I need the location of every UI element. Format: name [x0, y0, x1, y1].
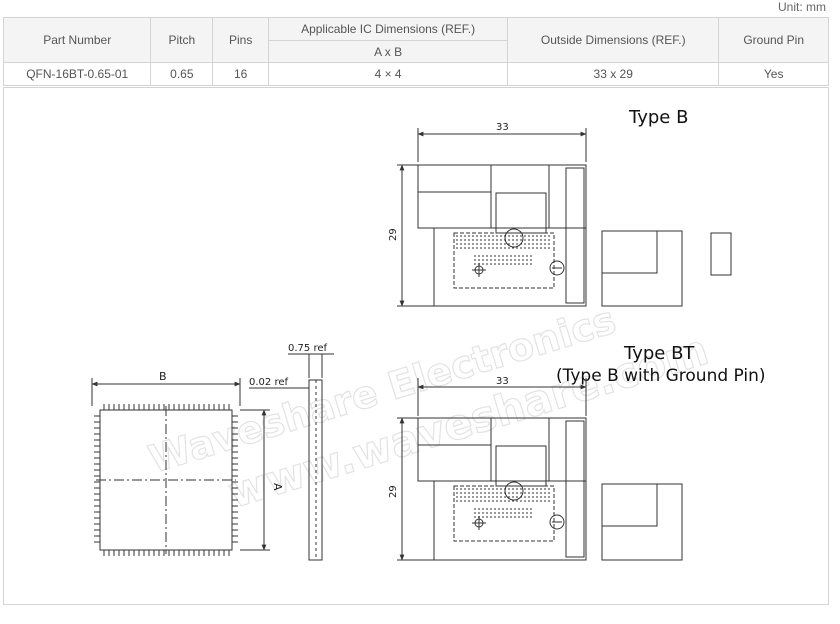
- type-bt-drawing: Type BT (Type B with Ground Pin) 33 29: [388, 343, 766, 561]
- ic-dim-b: B: [159, 370, 167, 383]
- table-row: QFN-16BT-0.65-01 0.65 16 4 × 4 33 x 29 Y…: [2, 62, 829, 86]
- ic-standoff-label: 0.02 ref: [249, 377, 288, 388]
- technical-drawing: Waveshare Electronics www.waveshare.com …: [91, 107, 766, 561]
- type-b-drawing: Type B 33 29: [388, 107, 732, 307]
- spec-table: Part Number Pitch Pins Applicable IC Dim…: [2, 17, 829, 86]
- dim-29-top: 29: [388, 228, 399, 241]
- dim-29-bottom: 29: [388, 485, 399, 498]
- header-part-number: Part Number: [2, 17, 152, 63]
- type-bt-title: Type BT: [623, 343, 695, 364]
- type-b-title: Type B: [628, 107, 688, 128]
- dim-33-top: 33: [496, 122, 509, 133]
- type-bt-subtitle: (Type B with Ground Pin): [556, 366, 766, 386]
- header-outside-dimensions: Outside Dimensions (REF.): [507, 17, 720, 63]
- cell-pins: 16: [212, 62, 270, 86]
- cell-pitch: 0.65: [150, 62, 214, 86]
- header-ic-dimensions: Applicable IC Dimensions (REF.): [268, 17, 509, 41]
- header-ground-pin: Ground Pin: [718, 17, 829, 63]
- ic-thickness-label: 0.75 ref: [288, 343, 327, 354]
- header-pitch: Pitch: [150, 17, 214, 63]
- cell-part-number: QFN-16BT-0.65-01: [2, 62, 152, 86]
- dim-33-bottom: 33: [496, 376, 509, 387]
- technical-drawing-panel: Waveshare Electronics www.waveshare.com …: [3, 87, 829, 605]
- cell-ic-dimensions: 4 × 4: [268, 62, 509, 86]
- ic-dim-a: A: [271, 483, 284, 491]
- header-pins: Pins: [212, 17, 270, 63]
- cell-outside-dimensions: 33 x 29: [507, 62, 720, 86]
- header-ic-dimensions-sub: A x B: [268, 40, 509, 63]
- ic-package-drawing: B A 0.75 ref 0.02 ref: [91, 343, 334, 561]
- unit-label: Unit: mm: [778, 0, 826, 14]
- cell-ground-pin: Yes: [718, 62, 829, 86]
